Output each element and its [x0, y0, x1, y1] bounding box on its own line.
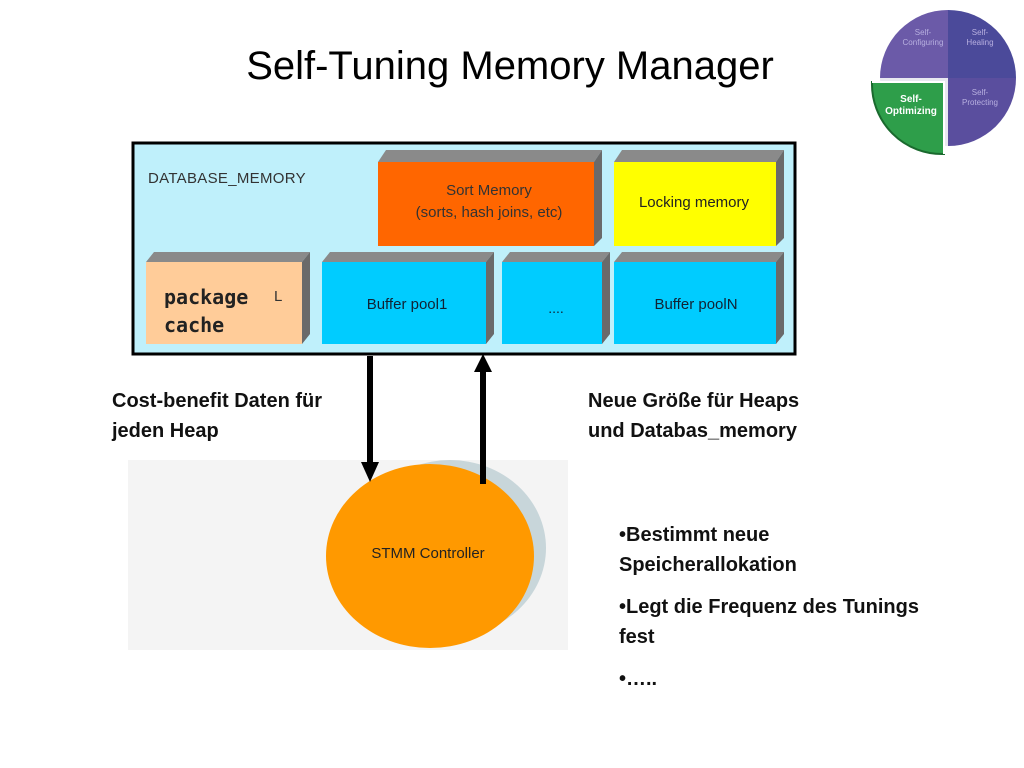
autonomic-wheel-logo: [870, 10, 1016, 156]
new-size-line2: und Databas_memory: [588, 420, 797, 442]
package-cache-line2: cache: [164, 313, 225, 337]
wheel-segment-configuring: [880, 10, 948, 78]
sort-memory-label: Sort Memory (sorts, hash joins, etc): [378, 180, 600, 224]
wheel-label-configuring: Self-Configuring: [902, 28, 944, 47]
cost-benefit-line1: Cost-benefit Daten für: [112, 390, 322, 412]
package-cache-label: package cache: [164, 283, 248, 339]
wheel-label-healing: Self-Healing: [966, 28, 994, 47]
bullet-item: •Bestimmt neue Speicherallokation: [619, 524, 797, 576]
controller-disk: [326, 464, 534, 648]
cost-benefit-label: Cost-benefit Daten für jeden Heap: [112, 386, 322, 446]
bullet-item: •…..: [619, 668, 658, 690]
bullet-item: •Legt die Frequenz des Tunings fest: [619, 596, 919, 648]
buffer-pooln-block: [614, 262, 776, 344]
buffer-pool1-block: [322, 262, 486, 344]
database-memory-label: DATABASE_MEMORY: [148, 170, 306, 187]
new-size-label: Neue Größe für Heaps und Databas_memory: [588, 386, 799, 446]
wheel-label-optimizing: Self-Optimizing: [885, 94, 937, 117]
sort-memory-title: Sort Memory: [446, 182, 532, 199]
stmm-controller-label: STMM Controller: [371, 545, 485, 562]
package-cache-mark: L: [274, 288, 283, 305]
wheel-segment-healing: [948, 10, 1016, 78]
slide-title: Self-Tuning Memory Manager: [246, 44, 774, 88]
sort-memory-subtitle: (sorts, hash joins, etc): [415, 204, 563, 221]
package-cache-line1: package: [164, 285, 249, 309]
buffer-dots-label: ....: [548, 300, 564, 316]
sort-memory-block: [378, 162, 594, 246]
wheel-segment-optimizing: [870, 81, 945, 156]
locking-memory-label: Locking memory: [638, 194, 750, 211]
buffer-dots-block: [502, 262, 602, 344]
wheel-segment-protecting: [948, 78, 1016, 146]
controller-bullet-list: •Bestimmt neue Speicherallokation •Legt …: [619, 520, 919, 706]
cost-benefit-line2: jeden Heap: [112, 420, 219, 442]
wheel-label-protecting: Self-Protecting: [961, 88, 999, 107]
buffer-pooln-label: Buffer poolN: [654, 296, 738, 313]
buffer-pool1-label: Buffer pool1: [366, 296, 448, 313]
package-cache-block: [146, 262, 302, 344]
new-size-line1: Neue Größe für Heaps: [588, 390, 800, 412]
arrow-up-head: [474, 354, 492, 372]
arrow-down-head: [361, 462, 379, 482]
locking-memory-block: [614, 162, 776, 246]
